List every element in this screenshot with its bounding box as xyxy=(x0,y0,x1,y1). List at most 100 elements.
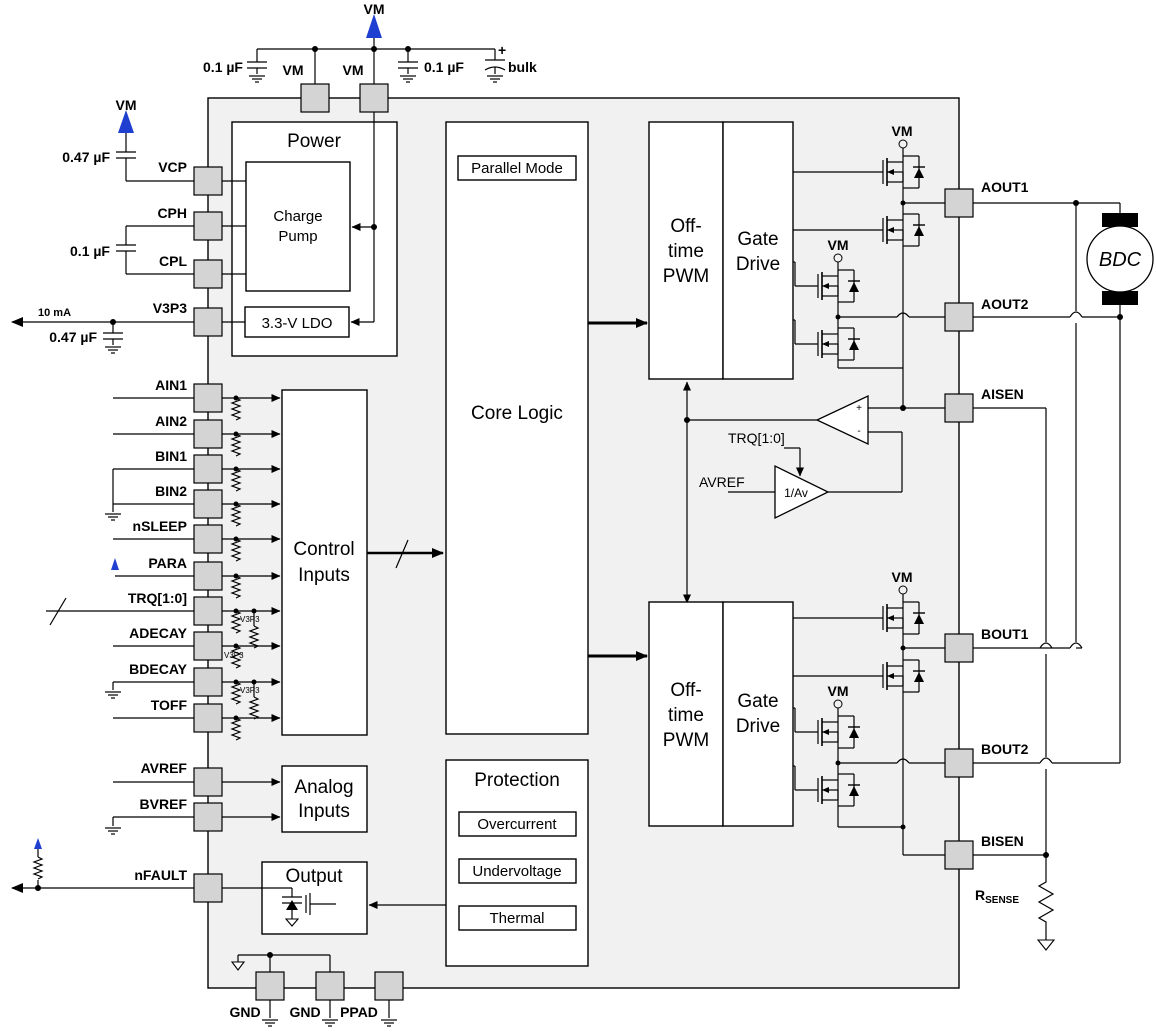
pin-para xyxy=(193,561,223,591)
bridge-a-offtime-2: time xyxy=(668,241,704,262)
pin-cpl xyxy=(193,259,223,289)
core-logic-block xyxy=(445,121,589,735)
rsense-label: RSENSE xyxy=(975,887,1019,906)
amp-a-minus: - xyxy=(857,426,860,437)
v3p3-pullup-a: V3P3 xyxy=(240,615,260,624)
pin-gnd-a-label: GND xyxy=(229,1004,260,1020)
pin-bvref-label: BVREF xyxy=(140,796,188,812)
pin-bout1-label: BOUT1 xyxy=(981,626,1029,642)
bridge-a-vm-hi: VM xyxy=(892,123,913,139)
bridge-b-vm-hi: VM xyxy=(892,569,913,585)
cap-vcp-label: 0.47 µF xyxy=(62,149,110,165)
pin-vm-a xyxy=(300,83,330,113)
core-logic-label: Core Logic xyxy=(471,403,563,424)
protection-label: Protection xyxy=(474,770,560,791)
pin-ain2 xyxy=(193,419,223,449)
charge-pump-block xyxy=(245,161,351,292)
ldo-current-label: 10 mA xyxy=(38,307,71,319)
cap-v3p3-label: 0.47 µF xyxy=(49,329,97,345)
bulk-label: bulk xyxy=(508,59,537,75)
pin-para-label: PARA xyxy=(148,555,187,571)
pin-bdecay-label: BDECAY xyxy=(129,661,187,677)
bridge-a-vm-lo: VM xyxy=(828,237,849,253)
pin-bin1 xyxy=(193,454,223,484)
pin-bout2 xyxy=(944,748,974,778)
bridge-b-gate-2: Drive xyxy=(736,716,780,737)
bridge-a-offtime-pwm xyxy=(648,121,724,380)
amp-a-plus: + xyxy=(856,403,862,414)
vm-supply-label: VM xyxy=(364,1,385,17)
cap-cp-label: 0.1 µF xyxy=(70,243,110,259)
pin-avref xyxy=(193,767,223,797)
pin-bin2-label: BIN2 xyxy=(155,483,187,499)
pin-aout2 xyxy=(944,302,974,332)
pin-bdecay xyxy=(193,667,223,697)
pin-nsleep-label: nSLEEP xyxy=(133,518,187,534)
pin-vm-b xyxy=(359,83,389,113)
power-title: Power xyxy=(287,131,342,152)
pin-ain2-label: AIN2 xyxy=(155,413,187,429)
pin-bin2 xyxy=(193,489,223,519)
pin-trq-label: TRQ[1:0] xyxy=(128,590,187,606)
bridge-b-offtime-1: Off- xyxy=(670,680,701,701)
avref-internal-label: AVREF xyxy=(699,474,745,490)
vm-supply: VM 0.1 µF 0.1 µF + bulk xyxy=(203,1,537,84)
pin-bout2-label: BOUT2 xyxy=(981,741,1029,757)
motor-icon xyxy=(1086,203,1154,317)
motor-label: BDC xyxy=(1099,249,1142,271)
pin-toff xyxy=(193,703,223,733)
analog-inputs-block xyxy=(281,765,368,833)
overcurrent-label: Overcurrent xyxy=(477,816,557,833)
bridge-a-gate-drive xyxy=(722,121,794,380)
pin-gnd-b-label: GND xyxy=(289,1004,320,1020)
pin-aisen xyxy=(944,393,974,423)
pin-adecay xyxy=(193,631,223,661)
charge-pump-label-1: Charge xyxy=(273,208,322,225)
pin-gnd-a xyxy=(255,971,285,1001)
bridge-a-gate-1: Gate xyxy=(737,229,778,250)
pin-ain1 xyxy=(193,383,223,413)
v3p3-pullup-c: V3P3 xyxy=(240,686,260,695)
pin-nsleep xyxy=(193,524,223,554)
analog-inputs-label-1: Analog xyxy=(294,777,353,798)
thermal-label: Thermal xyxy=(489,910,544,927)
bridge-a-offtime-1: Off- xyxy=(670,216,701,237)
pin-vcp xyxy=(193,166,223,196)
ldo-block xyxy=(244,306,350,338)
parallel-mode-box xyxy=(457,155,577,181)
pin-v3p3-label: V3P3 xyxy=(153,300,187,316)
pin-cph xyxy=(193,211,223,241)
bottom-ground xyxy=(230,952,398,1027)
pin-bout1 xyxy=(944,633,974,663)
pin-bvref xyxy=(193,802,223,832)
pin-aout1 xyxy=(944,188,974,218)
pin-aisen-label: AISEN xyxy=(981,386,1024,402)
pin-nfault-label: nFAULT xyxy=(134,867,187,883)
v3p3-pullup-b: V3P3 xyxy=(224,651,244,660)
control-inputs-block xyxy=(281,389,368,736)
pin-adecay-label: ADECAY xyxy=(129,625,187,641)
bridge-a-gate-2: Drive xyxy=(736,254,780,275)
pin-avref-label: AVREF xyxy=(141,760,188,776)
pin-cpl-label: CPL xyxy=(159,253,187,269)
pin-bin1-label: BIN1 xyxy=(155,448,187,464)
bridge-b-vm-lo: VM xyxy=(828,683,849,699)
vcp-vm-label: VM xyxy=(116,97,137,113)
control-inputs-label-2: Inputs xyxy=(298,565,350,586)
cap-top-left-label: 0.1 µF xyxy=(203,59,243,75)
pin-aout1-label: AOUT1 xyxy=(981,179,1029,195)
control-internal-wires xyxy=(222,394,281,741)
rsense-sub: SENSE xyxy=(985,895,1019,906)
pin-cph-label: CPH xyxy=(157,205,187,221)
bridge-b-offtime-3: PWM xyxy=(663,730,709,751)
bulk-plus: + xyxy=(498,42,506,58)
rsense-main: R xyxy=(975,887,985,903)
charge-pump-label-2: Pump xyxy=(278,228,317,245)
undervoltage-box xyxy=(458,858,577,884)
gain-amp-label: 1/Av xyxy=(784,486,808,500)
control-external-wires xyxy=(46,397,194,719)
external-right-wiring xyxy=(973,200,1123,951)
pin-v3p3 xyxy=(193,307,223,337)
control-inputs-label-1: Control xyxy=(293,539,354,560)
